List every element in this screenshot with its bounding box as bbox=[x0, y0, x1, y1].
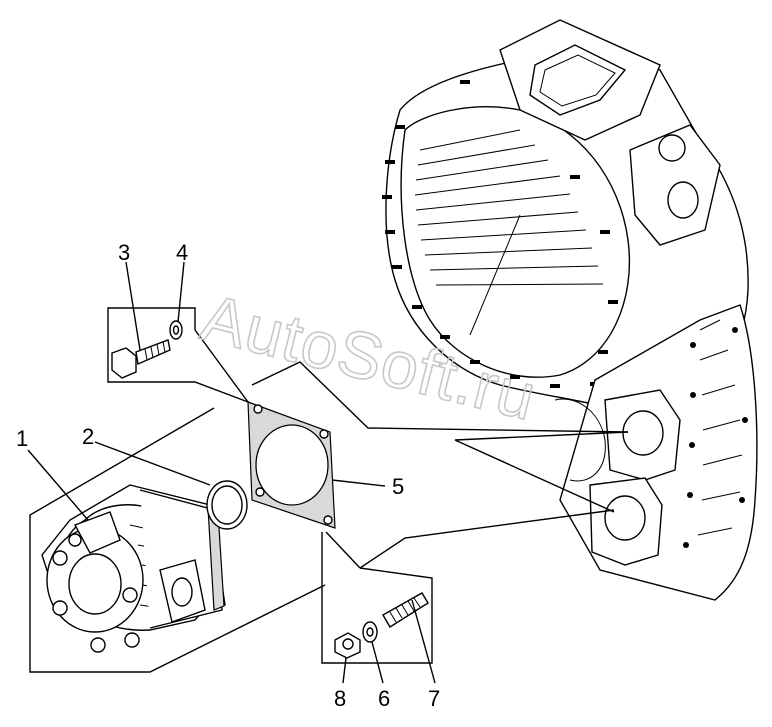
callout-6: 6 bbox=[378, 686, 390, 711]
callout-2: 2 bbox=[82, 424, 94, 449]
flange-gasket bbox=[247, 401, 336, 529]
callout-1: 1 bbox=[16, 426, 28, 451]
o-ring-seal bbox=[206, 480, 248, 530]
bolt-and-washer bbox=[111, 320, 183, 379]
callout-8: 8 bbox=[334, 686, 346, 711]
nut-washer-stud bbox=[334, 592, 429, 659]
hydraulic-pump bbox=[41, 484, 226, 653]
callout-5: 5 bbox=[392, 474, 404, 499]
assembly-guide-lines bbox=[29, 307, 629, 673]
callout-3: 3 bbox=[118, 240, 130, 265]
callout-4: 4 bbox=[176, 240, 188, 265]
callout-leaders bbox=[27, 261, 436, 684]
callout-7: 7 bbox=[428, 686, 440, 711]
transmission-housing bbox=[382, 19, 758, 601]
